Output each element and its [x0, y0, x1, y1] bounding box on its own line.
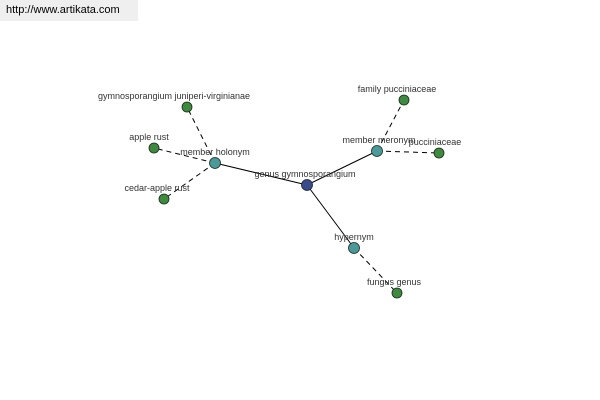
edge-center-holonym [214, 162, 308, 186]
edge-hypernym-fungus-genus [353, 247, 398, 294]
label-hypernym[interactable]: hypernym [334, 232, 374, 242]
node-pucciniaceae[interactable] [433, 147, 445, 159]
edge-meronym-family-pucciniaceae [376, 99, 405, 152]
edges-layer [153, 99, 440, 294]
label-cedar-apple-rust[interactable]: cedar-apple rust [124, 183, 190, 193]
node-hypernym[interactable] [348, 242, 360, 254]
edge-holonym-gjv [186, 106, 216, 164]
edge-holonym-cedar-apple-rust [163, 162, 216, 200]
node-holonym[interactable] [209, 157, 221, 169]
label-holonym[interactable]: member holonym [180, 147, 250, 157]
node-center[interactable] [301, 179, 313, 191]
node-family-pucciniaceae[interactable] [398, 94, 410, 106]
node-fungus-genus[interactable] [391, 287, 403, 299]
label-center[interactable]: genus gymnosporangium [254, 169, 355, 179]
edge-meronym-pucciniaceae [376, 150, 440, 154]
label-pucciniaceae[interactable]: pucciniaceae [409, 137, 462, 147]
labels-layer: genus gymnosporangium member holonym membe… [98, 84, 461, 287]
node-gjv[interactable] [181, 101, 193, 113]
label-family-pucciniaceae[interactable]: family pucciniaceae [358, 84, 437, 94]
edge-center-meronym [306, 150, 378, 186]
node-apple-rust[interactable] [148, 142, 160, 154]
label-apple-rust[interactable]: apple rust [129, 132, 169, 142]
site-url-watermark[interactable]: http://www.artikata.com [0, 0, 138, 21]
node-meronym[interactable] [371, 145, 383, 157]
edge-holonym-apple-rust [153, 147, 216, 164]
edge-center-hypernym [306, 184, 355, 249]
label-fungus-genus[interactable]: fungus genus [367, 277, 422, 287]
node-cedar-apple-rust[interactable] [158, 193, 170, 205]
label-gjv[interactable]: gymnosporangium juniperi-virginianae [98, 91, 250, 101]
label-meronym[interactable]: member meronym [342, 135, 415, 145]
nodes-layer [148, 94, 445, 299]
